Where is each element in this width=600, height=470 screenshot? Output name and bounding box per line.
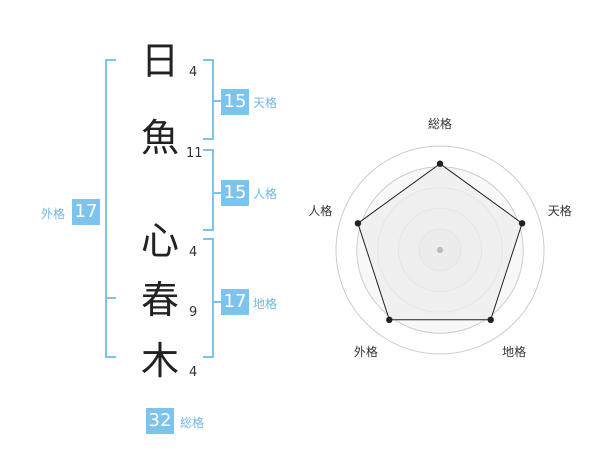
name-char-5: 木 [140,339,179,383]
radar-center-dot [437,247,443,253]
radar-point-0 [436,160,444,167]
chikaku-value: 17 [221,289,249,315]
tenkaku-label: 天格 [253,96,278,110]
soukaku-label: 総格 [180,416,205,430]
radar-data-polygon [357,163,523,321]
radar-point-4 [354,220,362,227]
radar-axis-label-chikaku: 地格 [502,344,527,359]
tenkaku-value: 15 [221,89,249,115]
radar-axis-label-tenkaku: 天格 [547,204,572,219]
radar-point-1 [518,220,526,227]
stroke-count-4: 9 [189,305,198,320]
name-char-2: 魚 [140,116,179,160]
name-char-1: 日 [140,39,179,83]
radar-axis-label-jinkaku: 人格 [308,204,333,219]
jinkaku-value: 15 [221,180,249,206]
gaikaku-value: 17 [72,199,100,225]
name-char-3: 心 [140,219,179,263]
stroke-count-3: 4 [189,245,198,260]
radar-point-3 [386,316,393,323]
jinkaku-label: 人格 [253,187,278,201]
chikaku-label: 地格 [253,297,278,311]
radar-point-2 [487,316,494,323]
stroke-count-1: 4 [189,65,198,80]
stroke-count-5: 4 [189,365,198,380]
name-char-4: 春 [140,278,179,322]
radar-axis-label-gaikaku: 外格 [353,344,378,359]
gaikaku-label: 外格 [41,207,66,221]
soukaku-value: 32 [146,408,174,434]
radar-axis-label-soukaku: 総格 [428,117,453,131]
stroke-count-2: 11 [186,146,203,161]
